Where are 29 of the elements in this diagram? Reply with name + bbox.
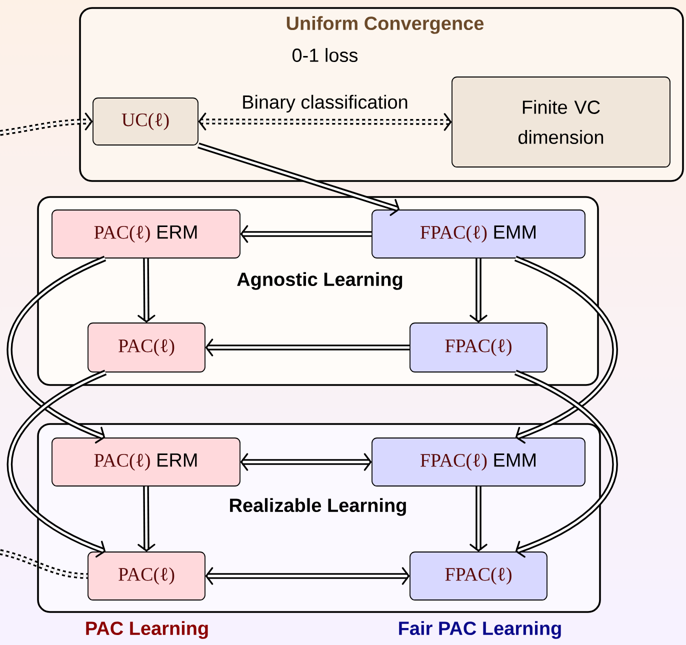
implication-arrow — [6, 256, 106, 444]
implication-arrow — [514, 256, 618, 444]
concept-box: FPAC(ℓ) EMM — [372, 438, 586, 486]
concept-box: PAC(ℓ) ERM — [52, 210, 240, 258]
implication-arrow — [138, 258, 156, 323]
implication-arrow — [6, 370, 107, 558]
concept-box: PAC(ℓ) — [88, 322, 206, 372]
implication-arrow — [205, 338, 410, 356]
implication-arrow — [205, 567, 410, 585]
implication-arrow — [514, 370, 618, 558]
concept-box: PAC(ℓ) — [88, 552, 206, 600]
group-heading: PAC Learning — [86, 621, 208, 639]
implication-arrow — [198, 112, 452, 131]
condition-label: 0-1 loss — [292, 48, 358, 62]
group-heading: Fair PAC Learning — [399, 621, 561, 639]
concept-box: FPAC(ℓ) — [410, 552, 548, 600]
concept-box: UC(ℓ) — [92, 98, 198, 146]
implication-arrow — [470, 486, 488, 552]
edge-label: Binary classification — [240, 94, 410, 114]
implication-arrow — [198, 142, 400, 216]
concept-box: FPAC(ℓ) EMM — [372, 210, 586, 258]
implication-arrow — [240, 453, 372, 471]
implication-arrow — [470, 258, 488, 323]
concept-box: PAC(ℓ) ERM — [52, 438, 240, 486]
concept-box: Finite VC dimension — [452, 76, 670, 168]
implication-arrow — [0, 112, 93, 136]
concept-box: FPAC(ℓ) — [410, 322, 548, 372]
implication-arrow — [240, 225, 372, 243]
implication-arrow — [138, 486, 156, 552]
